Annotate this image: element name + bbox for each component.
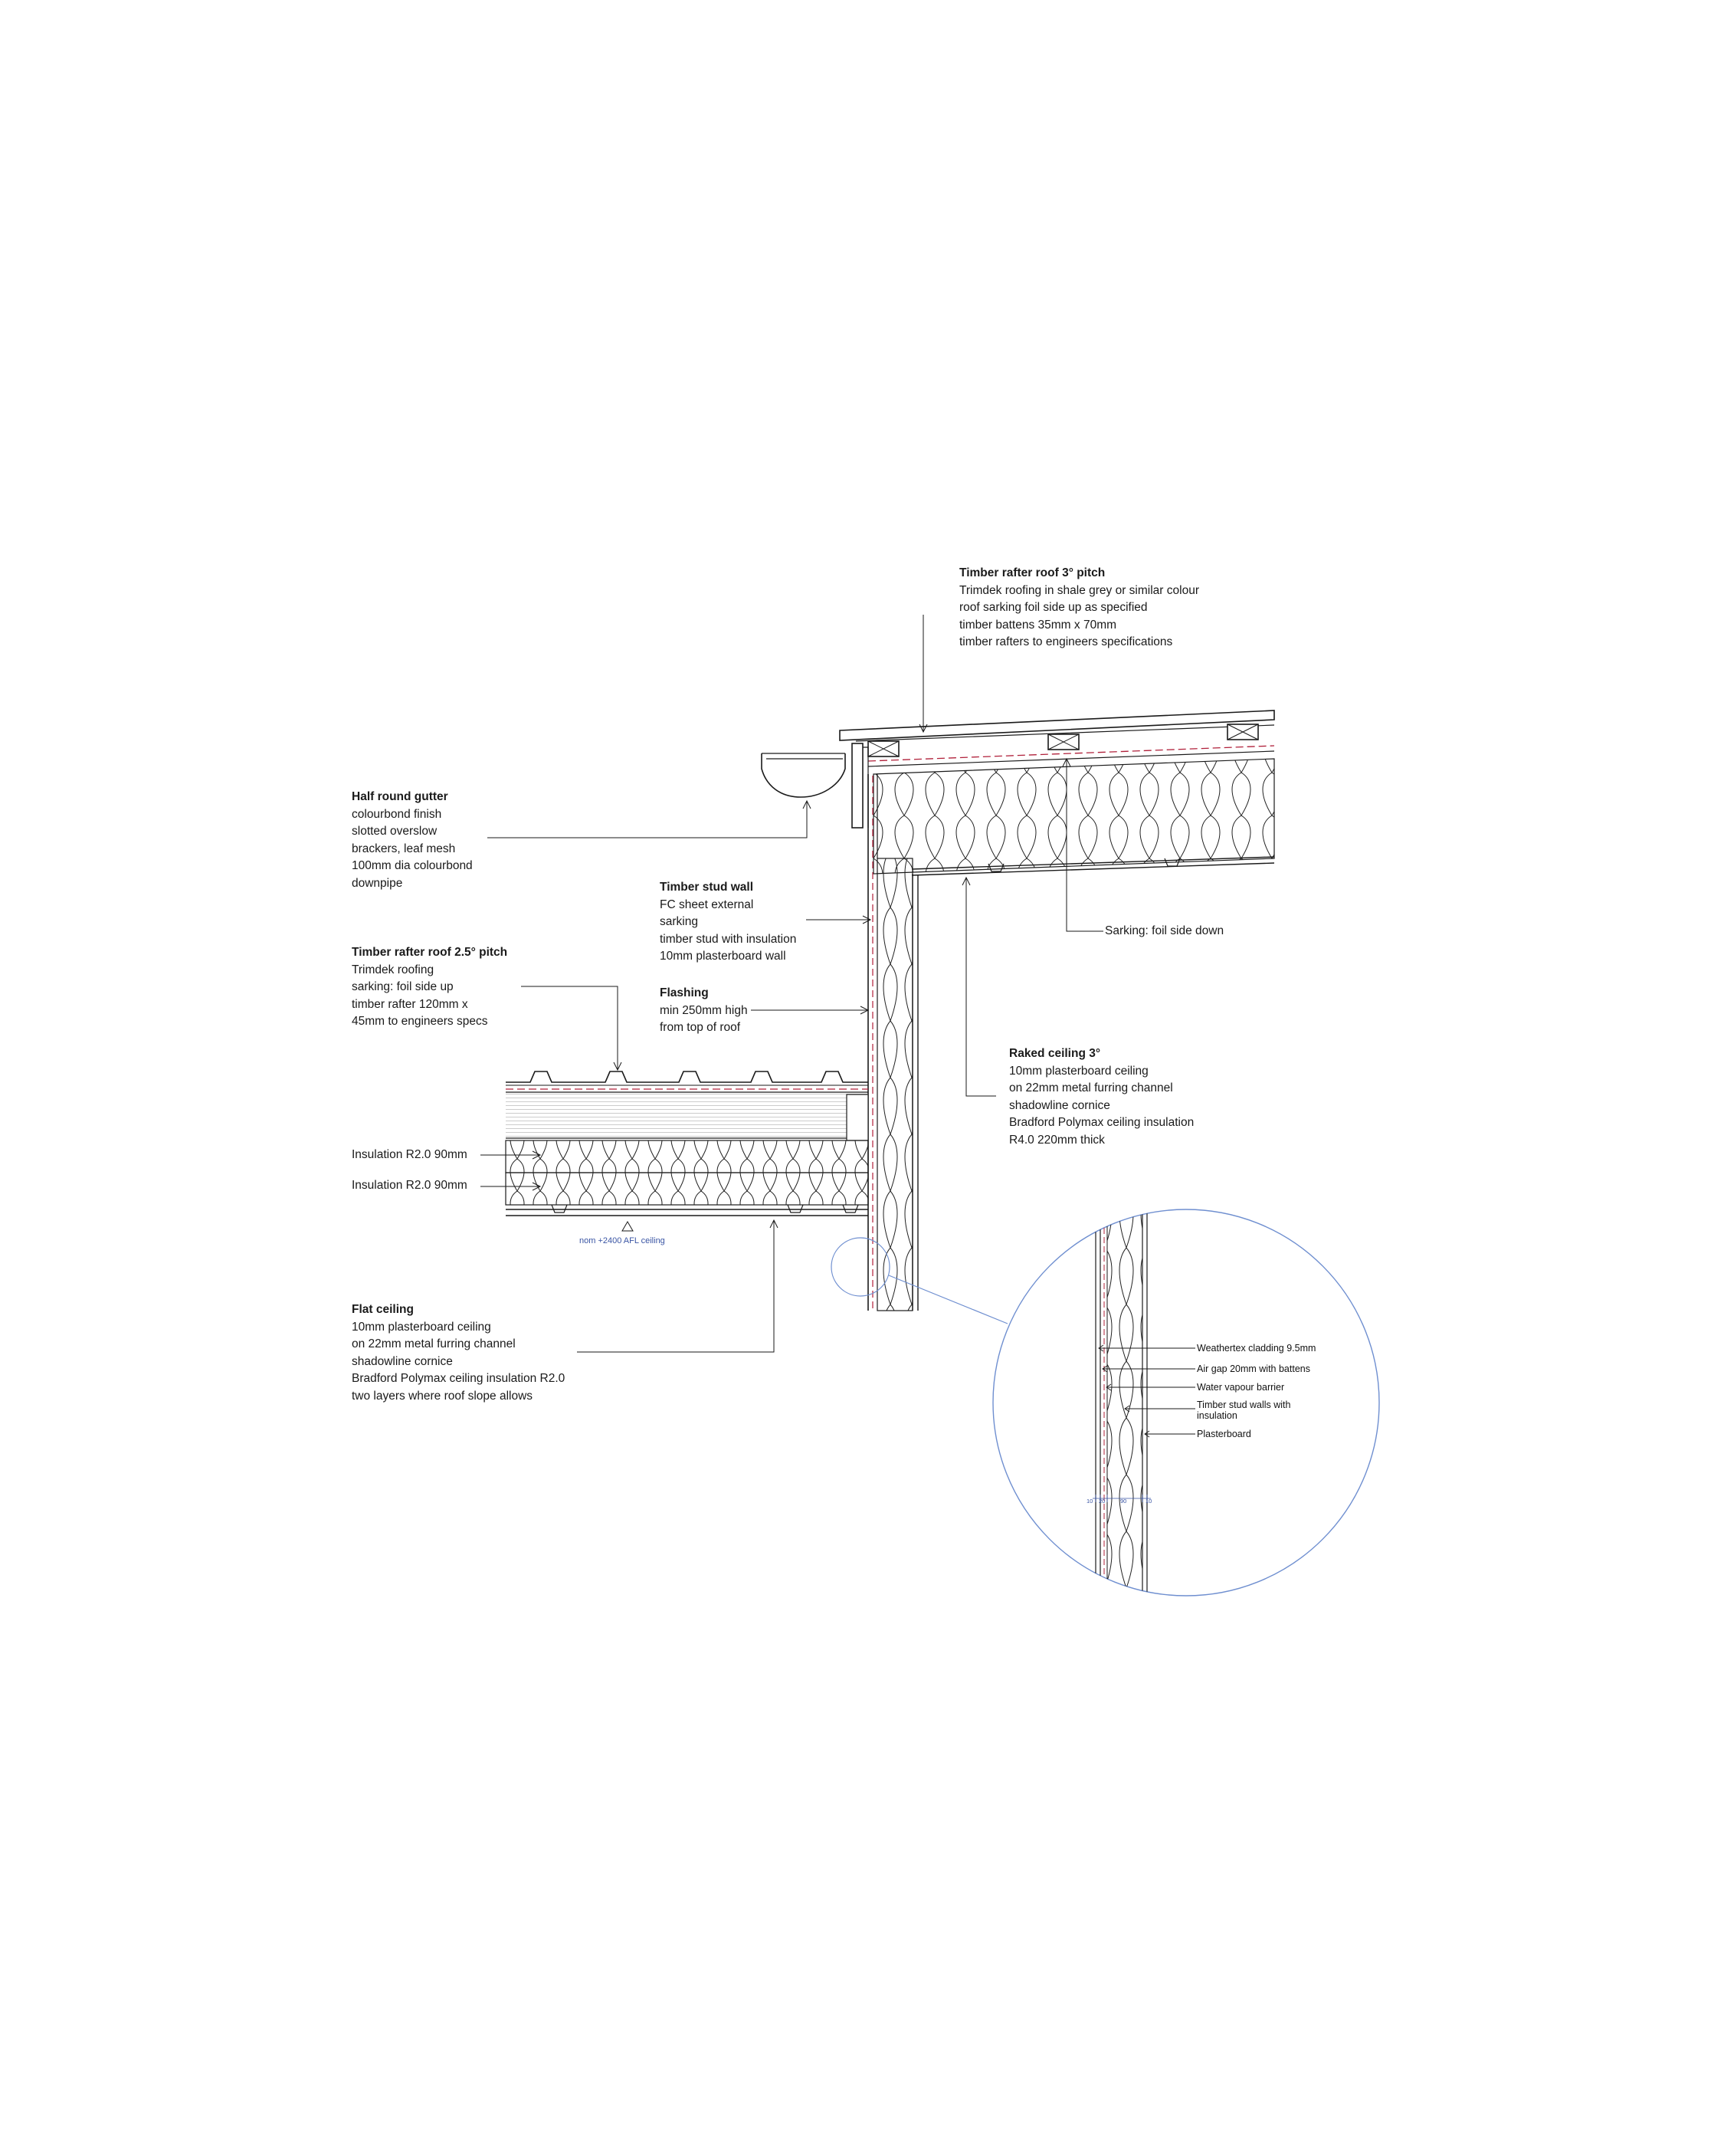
note-line: on 22mm metal furring channel	[1009, 1081, 1173, 1094]
gutter	[761, 743, 869, 829]
note-title: Half round gutter	[352, 790, 448, 803]
note-line: min 250mm high	[660, 1003, 748, 1017]
note-line: 100mm dia colourbond	[352, 859, 473, 872]
note-line: roof sarking foil side up as specified	[959, 601, 1148, 614]
dimension-label: 10	[1146, 1498, 1152, 1505]
note-line: two layers where roof slope allows	[352, 1389, 533, 1403]
note-line: timber rafters to engineers specificatio…	[959, 635, 1173, 648]
gutter-note: Half round gutter colourbond finish slot…	[352, 789, 473, 892]
roof-2-5-pitch-note: Timber rafter roof 2.5° pitch Trimdek ro…	[352, 944, 507, 1031]
upper-roof	[839, 710, 1275, 876]
note-title: Raked ceiling 3°	[1009, 1047, 1101, 1060]
sarking-foil-down-note: Sarking: foil side down	[1105, 923, 1224, 940]
stud-wall-note: Timber stud wall FC sheet external sarki…	[660, 879, 796, 966]
detail-label-air-gap: Air gap 20mm with battens	[1197, 1363, 1310, 1374]
note-line: sarking	[660, 915, 698, 928]
note-line: R4.0 220mm thick	[1009, 1133, 1105, 1147]
roof-3-pitch-note: Timber rafter roof 3° pitch Trimdek roof…	[959, 565, 1199, 651]
detail-label-cladding: Weathertex cladding 9.5mm	[1197, 1343, 1316, 1354]
flashing-note: Flashing min 250mm high from top of roof	[660, 985, 748, 1037]
note-line: slotted overslow	[352, 825, 438, 838]
note-title: Timber rafter roof 3° pitch	[959, 566, 1106, 579]
note-title: Timber rafter roof 2.5° pitch	[352, 946, 508, 959]
detail-label-vapour-barrier: Water vapour barrier	[1197, 1382, 1285, 1393]
note-line: 10mm plasterboard wall	[660, 950, 786, 963]
note-line: timber stud with insulation	[660, 932, 797, 946]
note-line: on 22mm metal furring channel	[352, 1337, 516, 1350]
note-line: 10mm plasterboard ceiling	[352, 1320, 491, 1334]
note-line: FC sheet external	[660, 898, 754, 911]
note-line: Insulation R2.0 90mm	[352, 1179, 467, 1192]
note-line: Trimdek roofing in shale grey or similar…	[959, 583, 1199, 597]
note-line: timber battens 35mm x 70mm	[959, 618, 1117, 632]
note-line: 10mm plasterboard ceiling	[1009, 1064, 1149, 1078]
detail-callout	[831, 1209, 1380, 1596]
detail-label-stud: Timber stud walls with insulation	[1197, 1400, 1291, 1421]
note-line: Insulation R2.0 90mm	[352, 1148, 467, 1161]
detail-label-plasterboard: Plasterboard	[1197, 1429, 1251, 1439]
note-line: Sarking: foil side down	[1105, 924, 1224, 937]
insulation-note-2: Insulation R2.0 90mm	[352, 1177, 467, 1195]
note-line: colourbond finish	[352, 807, 442, 821]
flat-ceiling-note: Flat ceiling 10mm plasterboard ceiling o…	[352, 1301, 565, 1405]
note-line: from top of roof	[660, 1021, 741, 1034]
note-title: Flashing	[660, 986, 709, 999]
note-line: Bradford Polymax ceiling insulation	[1009, 1116, 1195, 1129]
stud-wall	[867, 774, 919, 1311]
note-title: Flat ceiling	[352, 1303, 414, 1316]
note-title: Timber stud wall	[660, 881, 754, 894]
dimension-label: 90	[1120, 1498, 1127, 1505]
lower-roof	[505, 1071, 869, 1232]
insulation-note-1: Insulation R2.0 90mm	[352, 1147, 467, 1164]
note-line: 45mm to engineers specs	[352, 1015, 488, 1028]
dimension-label: 10	[1087, 1498, 1093, 1505]
note-line: shadowline cornice	[1009, 1098, 1110, 1112]
note-line: brackers, leaf mesh	[352, 842, 456, 855]
note-line: timber rafter 120mm x	[352, 997, 468, 1011]
note-line: downpipe	[352, 876, 403, 890]
note-line: sarking: foil side up	[352, 980, 454, 993]
note-line: Bradford Polymax ceiling insulation R2.0	[352, 1372, 565, 1385]
raked-ceiling-note: Raked ceiling 3° 10mm plasterboard ceili…	[1009, 1045, 1194, 1149]
note-line: shadowline cornice	[352, 1354, 453, 1368]
ceiling-level-label: nom +2400 AFL ceiling	[579, 1236, 665, 1245]
leader-lines	[480, 615, 1103, 1353]
dimension-label: 20	[1099, 1498, 1106, 1505]
note-line: Trimdek roofing	[352, 963, 434, 976]
